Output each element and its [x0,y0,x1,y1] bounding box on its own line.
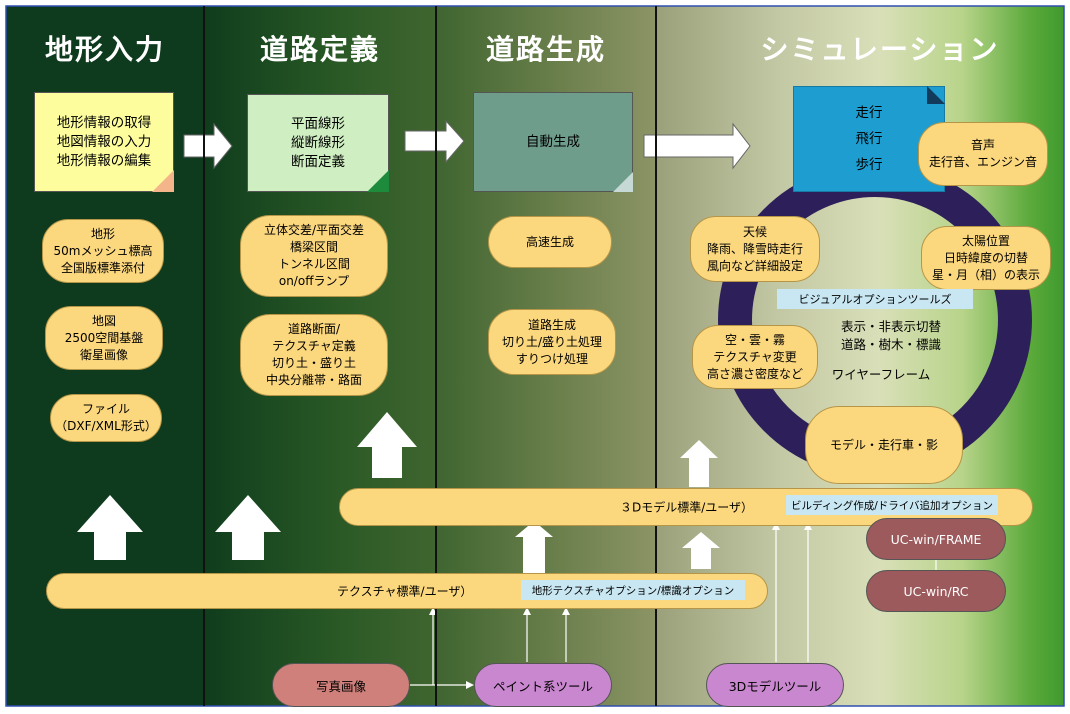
note-fold [613,172,633,192]
pill-line: 降雨、降雪時走行 [706,241,803,256]
pill-terrain-map: 地図 2500空間基盤衛星画像 [45,306,163,370]
title-simulation: シミュレーション [760,33,1000,66]
pill-line: 高速生成 [525,234,574,249]
pill-line: すりつけ処理 [515,351,589,366]
note-terrain-line: 地形情報の編集 [56,152,152,169]
note-road-gen-line: 自動生成 [526,133,580,150]
pill-line: 2500空間基盤 [64,330,144,345]
pill-line: 天候 [742,224,767,239]
pill-line: 日時緯度の切替 [943,250,1028,265]
divider-1 [203,6,205,706]
arrow-up-sim-top [680,440,718,487]
pill-line: モデル・走行車・影 [829,437,938,452]
note-terrain-line: 地形情報の取得 [56,114,152,131]
visual-option-line: 表示・非表示切替 [840,319,941,334]
pill-line: 風向など詳細設定 [706,258,803,273]
note-fold [927,86,945,104]
pill-road-structures: 立体交差/平面交差橋梁区間トンネル区間 on/offランプ [240,215,388,297]
note-terrain: 地形情報の取得 地図情報の入力 地形情報の編集 [34,92,174,192]
pill-line: 地形 [90,226,115,241]
pill-line: ファイル [81,402,130,416]
pill-line: 立体交差/平面交差 [263,223,365,237]
pill-weather: 天候降雨、降雪時走行風向など詳細設定 [690,216,820,282]
note-sim-line: 走行 [855,105,883,121]
pill-line: 道路断面/ [287,322,341,336]
pill-model-vehicle-shadow: モデル・走行車・影 [805,406,963,484]
pill-road-generation: 道路生成切り土/盛り土処理すりつけ処理 [488,309,616,375]
divider-2 [435,6,437,706]
tool-uc-win-frame: UC-win/FRAME [866,518,1006,560]
pill-line: 高さ濃さ密度など [706,366,803,381]
pill-line: 橋梁区間 [289,240,338,254]
pill-line: on/offランプ [278,274,350,288]
note-road-gen: 自動生成 [473,92,633,192]
bar-3d-model-label: ３Dモデル標準/ユーザ） [620,500,754,515]
building-driver-option-label: ビルディング作成/ドライバ追加オプション [786,495,998,515]
pill-line: テクスチャ定義 [272,339,356,353]
tool-uc-win-rc: UC-win/RC [866,570,1006,612]
note-fold [152,170,174,192]
title-terrain-input: 地形入力 [44,33,165,66]
arrow-up-paint [515,521,553,574]
pill-line: 衛星画像 [79,347,128,362]
pill-line: 太陽位置 [961,233,1010,248]
title-road-generation: 道路生成 [485,33,606,66]
pill-line: 全国版標準添付 [60,260,145,275]
pill-road-section: 道路断面/テクスチャ定義切り土・盛り土中央分離帯・路面 [240,314,388,396]
pill-line: 音声 [970,138,995,152]
arrow-up-road-def-top [357,412,417,478]
wireframe-label: ワイヤーフレーム [831,367,931,382]
arrow-up-road-def [215,495,281,560]
pill-terrain-file: ファイル （DXF/XML形式） [50,394,162,442]
arrow-up-terrain [77,495,143,560]
pill-terrain-mesh: 地形 50mメッシュ標高全国版標準添付 [42,219,164,283]
pill-fast-generation: 高速生成 [488,216,612,268]
note-sim-line: 飛行 [855,131,883,147]
arrow-right-3 [643,122,751,170]
pill-sound: 音声走行音、エンジン音 [918,122,1048,186]
arrow-up-sim-bottom [682,532,720,569]
visual-option-lines: 表示・非表示切替 道路・樹木・標識 [816,318,966,354]
tool-paint: ペイント系ツール [474,663,612,707]
terrain-texture-option-label: 地形テクスチャオプション/標識オプション [521,580,745,600]
pill-line: （DXF/XML形式） [55,419,157,433]
pill-line: 中央分離帯・路面 [265,373,362,387]
title-road-definition: 道路定義 [259,33,380,66]
note-sim-line: 歩行 [855,157,883,173]
pill-line: 空・雲・霧 [724,332,785,347]
tool-3d-model: 3Dモデルツール [706,663,844,707]
visual-option-line: 道路・樹木・標識 [840,337,941,352]
pill-line: 走行音、エンジン音 [928,155,1037,169]
note-road-def-line: 断面定義 [291,153,345,170]
note-road-def-line: 平面線形 [291,115,345,132]
pill-line: トンネル区間 [278,257,350,271]
note-terrain-line: 地図情報の入力 [56,133,152,150]
note-road-def: 平面線形 縦断線形 断面定義 [247,94,389,192]
tool-photo-image: 写真画像 [272,663,410,707]
arrow-right-1 [183,122,233,170]
pill-line: 50mメッシュ標高 [53,243,153,258]
pill-line: テクスチャ変更 [713,349,797,364]
divider-3 [655,6,657,706]
arrow-right-2 [404,119,465,164]
note-fold [367,170,389,192]
pill-line: 切り土・盛り土 [271,356,356,370]
note-road-def-line: 縦断線形 [291,134,345,151]
pill-line: 道路生成 [527,317,576,332]
visual-option-tools-label: ビジュアルオプションツールズ [777,289,973,309]
pill-line: 星・月（相）の表示 [931,267,1040,282]
pill-sky-fog: 空・雲・霧テクスチャ変更高さ濃さ密度など [692,325,818,389]
pill-line: 切り土/盛り土処理 [501,334,603,349]
pill-line: 地図 [91,313,116,328]
pill-sun-position: 太陽位置日時緯度の切替星・月（相）の表示 [921,226,1051,290]
bar-texture-label: テクスチャ標準/ユーザ） [337,584,473,599]
